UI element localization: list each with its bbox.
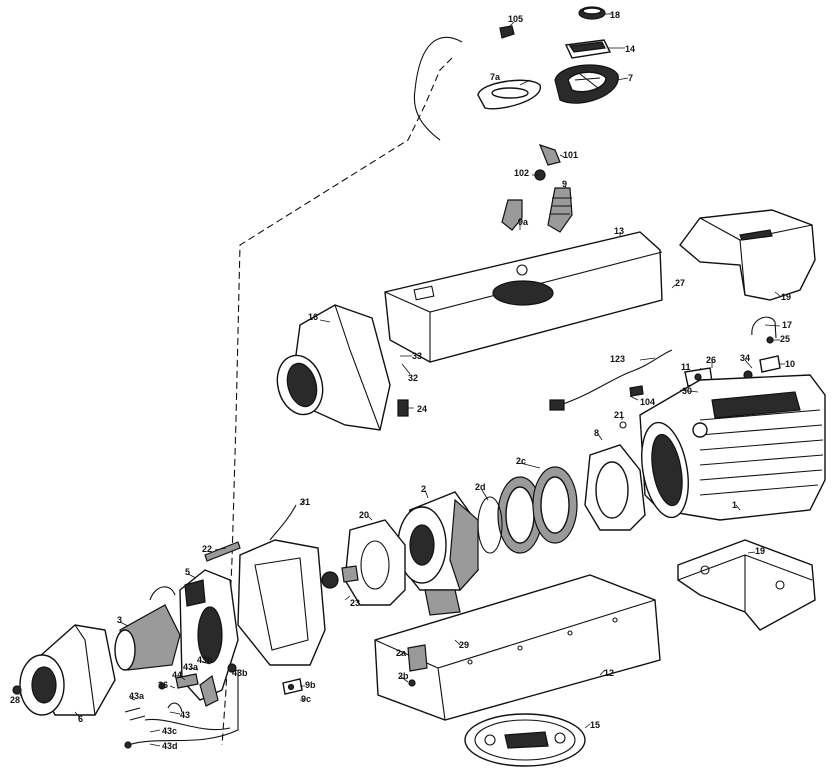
label-9b: 9b — [305, 680, 316, 690]
part-36-screw — [158, 682, 166, 690]
label-15: 15 — [590, 720, 601, 730]
label-123: 123 — [610, 354, 626, 364]
part-43-spring — [167, 702, 183, 713]
part-123-cable — [559, 349, 673, 406]
label-29: 29 — [459, 640, 470, 650]
label-2: 2 — [421, 484, 427, 494]
label-23: 23 — [350, 598, 361, 608]
label-2b: 2b — [398, 671, 409, 681]
label-3: 3 — [117, 615, 123, 625]
label-30: 30 — [682, 386, 693, 396]
part-29-stud-base — [424, 589, 461, 616]
label-9a: 9a — [518, 217, 529, 227]
part-2a-valve — [407, 644, 428, 672]
label-43d: 43d — [162, 741, 178, 751]
label-13: 13 — [614, 226, 625, 236]
label-21: 21 — [614, 410, 625, 420]
part-101-plug — [538, 144, 561, 166]
label-25: 25 — [780, 334, 791, 344]
part-105-clip — [499, 25, 515, 39]
label-33: 33 — [412, 351, 423, 361]
label-44: 44 — [172, 670, 183, 680]
label-2a: 2a — [396, 648, 407, 658]
label-16: 16 — [308, 312, 319, 322]
label-18: 18 — [610, 10, 621, 20]
label-6: 6 — [78, 714, 84, 724]
leader-lines — [19, 13, 785, 747]
label-10: 10 — [785, 359, 796, 369]
label-43b-right: 43b — [232, 668, 248, 678]
label-7a: 7a — [490, 72, 501, 82]
label-12: 12 — [604, 668, 615, 678]
label-11: 11 — [681, 362, 691, 372]
label-1: 1 — [732, 500, 738, 510]
part-21-seal — [619, 421, 627, 429]
label-20: 20 — [359, 510, 370, 520]
label-28: 28 — [10, 695, 21, 705]
label-105: 105 — [508, 14, 524, 24]
label-24: 24 — [417, 404, 428, 414]
blower-housing — [237, 539, 326, 666]
label-31: 31 — [300, 497, 311, 507]
part-2b-screw — [408, 679, 416, 687]
label-43a-right: 43a — [183, 662, 199, 672]
part-43b-clip — [199, 674, 219, 707]
part-10-sensor — [759, 355, 781, 373]
part-31-fuel-line — [269, 504, 297, 541]
label-43: 43 — [180, 710, 191, 720]
label-2d: 2d — [475, 482, 486, 492]
label-34: 34 — [740, 353, 751, 363]
part-23-coupling — [321, 571, 339, 589]
label-8: 8 — [594, 428, 600, 438]
label-22: 22 — [202, 544, 213, 554]
part-123-plug — [549, 399, 565, 411]
label-2c: 2c — [516, 456, 527, 466]
label-36: 36 — [158, 680, 169, 690]
label-43c: 43c — [162, 726, 178, 736]
label-104: 104 — [640, 397, 656, 407]
part-104-terminal — [629, 385, 644, 397]
part-19-top-shield — [679, 209, 816, 301]
part-43d-wire — [127, 670, 239, 746]
label-43a-left: 43a — [129, 691, 145, 701]
label-9: 9 — [562, 179, 568, 189]
part-19-bottom-shield — [677, 539, 816, 631]
label-32: 32 — [408, 373, 419, 383]
hose-top — [413, 37, 463, 141]
part-9a-sensor — [501, 199, 523, 231]
part-22-screw — [204, 541, 241, 562]
label-101: 101 — [563, 150, 579, 160]
part-17-bracket — [751, 316, 777, 339]
label-7: 7 — [628, 73, 634, 83]
label-19-top: 19 — [781, 292, 792, 302]
part-24-tab — [397, 399, 409, 417]
label-5: 5 — [185, 567, 191, 577]
part-28-nut — [12, 685, 22, 695]
part-9-glow-plug — [547, 187, 573, 233]
part-20-gasket — [344, 519, 406, 606]
label-17: 17 — [782, 320, 793, 330]
label-43b-top: 43b — [197, 655, 213, 665]
label-26: 26 — [706, 355, 717, 365]
part-43c-wire — [144, 718, 231, 731]
label-27: 27 — [675, 278, 686, 288]
label-102: 102 — [514, 168, 530, 178]
part-43a-screws — [124, 707, 146, 721]
label-14: 14 — [625, 44, 636, 54]
label-19-bottom: 19 — [755, 546, 766, 556]
label-9c: 9c — [301, 694, 312, 704]
